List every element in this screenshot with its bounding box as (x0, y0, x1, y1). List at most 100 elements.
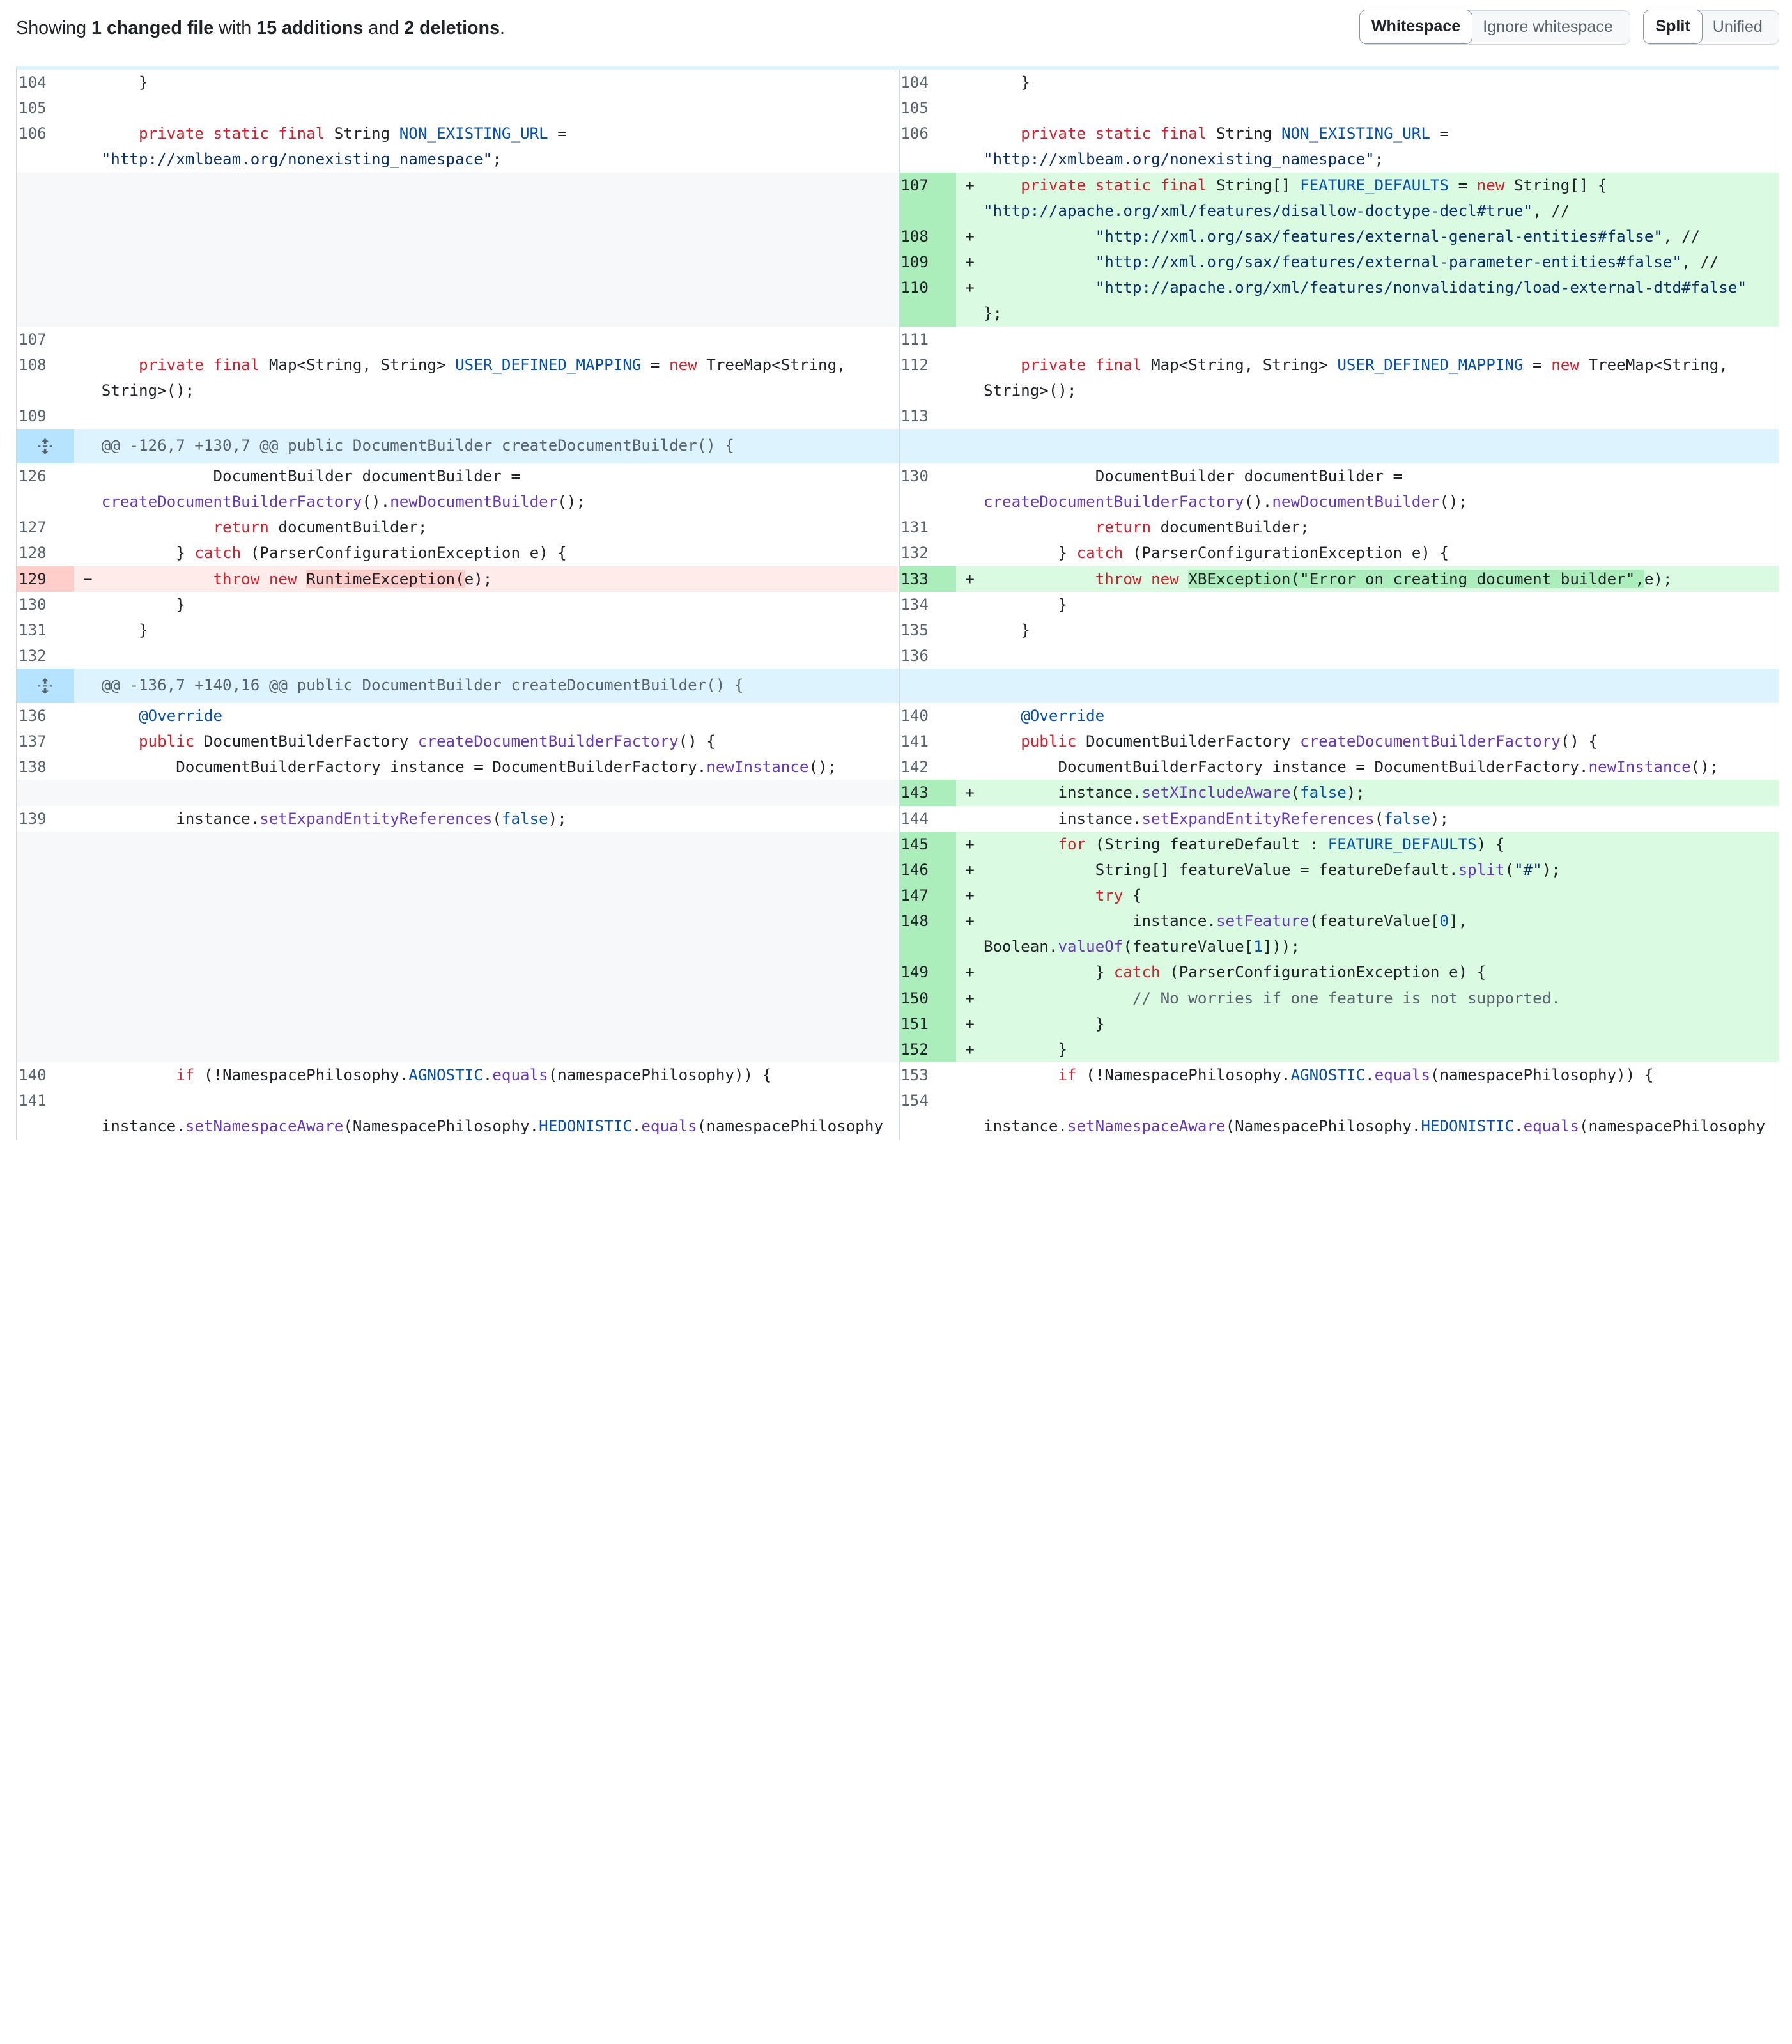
code-line: } (983, 1040, 1067, 1058)
line-number[interactable]: 139 (19, 809, 47, 828)
hunk-header: @@ -136,7 +140,16 @@ public DocumentBuil… (17, 669, 1779, 703)
line-number[interactable]: 112 (900, 355, 929, 374)
summary-text: with (213, 18, 257, 39)
right-side: 144 instance.setExpandEntityReferences(f… (899, 806, 1778, 832)
line-number[interactable]: 111 (900, 330, 929, 348)
addition-marker: + (965, 963, 975, 982)
line-number[interactable]: 146 (899, 856, 956, 883)
line-number[interactable]: 130 (19, 595, 47, 614)
line-number[interactable]: 126 (19, 467, 47, 485)
code-line (984, 327, 1779, 352)
unfold-icon (38, 438, 52, 454)
view-mode-toggle-group: Split Unified (1643, 10, 1779, 45)
summary-text: and (363, 18, 405, 39)
left-side: 136 @Override (17, 703, 897, 729)
line-number[interactable]: 127 (19, 518, 47, 537)
line-number[interactable]: 140 (19, 1066, 47, 1085)
right-side: 154 instance.setNamespaceAware(Namespace… (899, 1088, 1778, 1139)
left-side: 138 DocumentBuilderFactory instance = Do… (17, 754, 897, 780)
code-line: @Override (1021, 706, 1105, 725)
line-number[interactable]: 110 (899, 275, 956, 327)
unified-view-button[interactable]: Unified (1712, 18, 1763, 36)
line-number[interactable]: 113 (900, 406, 929, 425)
line-number[interactable]: 154 (900, 1092, 929, 1110)
table-row: 136 @Override 140 @Override (17, 703, 1779, 729)
line-number[interactable]: 145 (899, 831, 956, 857)
line-number[interactable]: 129 (17, 566, 74, 592)
line-number[interactable]: 143 (899, 780, 956, 806)
code-line (984, 643, 1779, 669)
code-line: for (String featureDefault : FEATURE_DEF… (1058, 835, 1505, 853)
line-number[interactable]: 152 (899, 1036, 956, 1063)
line-number[interactable]: 137 (19, 732, 47, 751)
line-number[interactable]: 104 (900, 73, 929, 91)
expand-hunk-button[interactable] (17, 429, 74, 463)
line-number[interactable]: 130 (900, 467, 929, 485)
code-line: // No worries if one feature is not supp… (1132, 989, 1561, 1007)
table-row: 137 public DocumentBuilderFactory create… (17, 729, 1779, 754)
right-side: 141 public DocumentBuilderFactory create… (899, 729, 1778, 754)
line-number[interactable]: 108 (19, 355, 47, 374)
line-number[interactable]: 150 (899, 985, 956, 1011)
left-side: 141 instance.setNamespaceAware(Namespace… (17, 1088, 897, 1139)
line-number[interactable]: 134 (900, 595, 929, 614)
right-side: 105 (899, 95, 1778, 121)
summary-deletions: 2 deletions (404, 18, 500, 39)
line-number[interactable]: 142 (900, 758, 929, 777)
line-number[interactable]: 106 (19, 125, 47, 143)
split-view-button[interactable]: Split (1643, 10, 1703, 45)
code-line: instance.setExpandEntityReferences(false… (983, 809, 1449, 828)
line-number[interactable]: 132 (900, 544, 929, 562)
code-line: } catch (ParserConfigurationException e)… (101, 544, 567, 562)
line-number[interactable]: 144 (900, 809, 929, 828)
table-row: 132 136 (17, 643, 1779, 669)
left-side: 127 return documentBuilder; (17, 515, 897, 540)
line-number[interactable]: 104 (19, 73, 47, 91)
line-number[interactable]: 109 (899, 249, 956, 275)
line-number[interactable]: 131 (19, 621, 47, 639)
table-row: 143+ instance.setXIncludeAware(false); (17, 780, 1779, 806)
right-side: 111 (899, 327, 1779, 352)
line-number[interactable]: 136 (19, 706, 47, 725)
code-line (102, 327, 898, 352)
line-number[interactable]: 128 (19, 544, 47, 562)
code-line: return documentBuilder; (213, 518, 428, 537)
line-number[interactable]: 133 (899, 566, 956, 592)
line-number[interactable]: 108 (899, 223, 956, 250)
line-number[interactable]: 132 (19, 647, 47, 665)
left-side: 131 } (17, 617, 897, 643)
addition-marker: + (965, 1040, 975, 1058)
diff-summary: Showing 1 changed file with 15 additions… (16, 16, 505, 41)
line-number[interactable]: 109 (19, 406, 47, 425)
line-number[interactable]: 131 (900, 518, 929, 537)
ignore-whitespace-button[interactable]: Ignore whitespace (1483, 18, 1613, 36)
left-side: 137 public DocumentBuilderFactory create… (17, 729, 897, 754)
line-number[interactable]: 106 (900, 125, 929, 143)
table-row: 138 DocumentBuilderFactory instance = Do… (17, 754, 1779, 780)
line-number[interactable]: 136 (900, 647, 929, 665)
left-side: 140 if (!NamespacePhilosophy.AGNOSTIC.eq… (17, 1062, 897, 1088)
line-number[interactable]: 151 (899, 1010, 956, 1037)
line-number[interactable]: 147 (899, 883, 956, 909)
line-number[interactable]: 138 (19, 758, 47, 777)
line-number[interactable]: 105 (900, 99, 929, 118)
line-number[interactable]: 149 (899, 959, 956, 986)
line-number[interactable]: 135 (900, 621, 929, 639)
whitespace-button[interactable]: Whitespace (1359, 10, 1473, 45)
hunk-header-text: @@ -136,7 +140,16 @@ public DocumentBuil… (101, 676, 744, 695)
line-number[interactable]: 148 (899, 908, 956, 960)
deletion-marker: − (83, 569, 93, 588)
line-number[interactable]: 141 (900, 732, 929, 751)
line-number[interactable]: 140 (900, 706, 929, 725)
table-row: 126 DocumentBuilder documentBuilder =cre… (17, 463, 1779, 515)
line-number[interactable]: 153 (900, 1066, 929, 1085)
code-line: instance.setExpandEntityReferences(false… (101, 809, 567, 828)
table-row: 140 if (!NamespacePhilosophy.AGNOSTIC.eq… (17, 1062, 1779, 1088)
line-number[interactable]: 107 (19, 330, 47, 348)
table-row: 145 + for (String featureDefault : FEATUR… (17, 831, 1779, 1063)
left-side: 105 (17, 95, 897, 121)
expand-hunk-button[interactable] (17, 669, 74, 703)
line-number[interactable]: 105 (19, 99, 47, 118)
line-number[interactable]: 141 (19, 1092, 47, 1110)
line-number[interactable]: 107 (899, 172, 956, 224)
